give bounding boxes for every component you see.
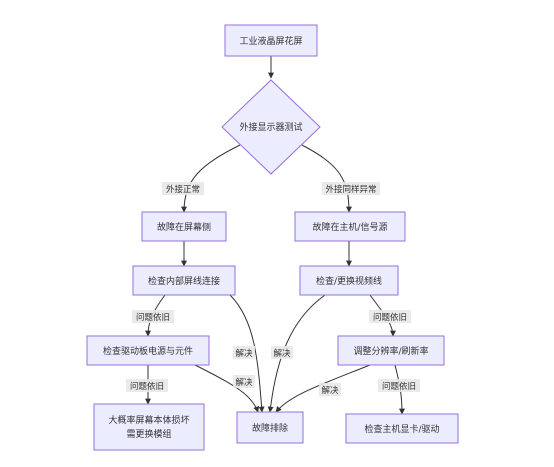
svg-text:解决: 解决 [235, 348, 253, 359]
node-check-gpu[interactable]: 检查主机显卡/驱动 [345, 413, 459, 444]
edge-label-persist-2: 问题依旧 [369, 310, 411, 323]
node-decision[interactable]: 外接显示器测试 [221, 79, 321, 175]
edge-label-persist-4: 问题依旧 [378, 379, 420, 392]
node-screen-side[interactable]: 故障在屏幕侧 [141, 211, 227, 242]
svg-text:外接显示器测试: 外接显示器测试 [239, 121, 302, 133]
svg-text:工业液晶屏花屏: 工业液晶屏花屏 [239, 35, 302, 47]
edge-label-external-ok: 外接正常 [162, 182, 204, 195]
nodes: 工业液晶屏花屏 外接显示器测试 故障在屏幕侧 故障在主机/信号源 检查内部屏线连… [86, 24, 459, 451]
svg-text:需更换模组: 需更换模组 [126, 428, 171, 440]
svg-text:问题依旧: 问题依旧 [136, 312, 170, 323]
svg-text:解决: 解决 [235, 377, 253, 388]
edge-decision-to-screen-side [181, 144, 241, 213]
edge-label-external-same: 外接同样异常 [322, 182, 380, 195]
node-replace-module[interactable]: 大概率屏幕本体损坏 需更换模组 [93, 403, 205, 451]
edge-label-persist-1: 问题依旧 [132, 310, 174, 323]
edge-label-solved-1: 解决 [233, 346, 255, 359]
svg-text:外接正常: 外接正常 [166, 184, 200, 195]
svg-text:外接同样异常: 外接同样异常 [325, 184, 376, 195]
svg-text:解决: 解决 [273, 348, 291, 359]
node-check-driver[interactable]: 检查驱动板电源与元件 [86, 335, 210, 366]
node-start[interactable]: 工业液晶屏花屏 [224, 24, 318, 57]
node-check-cable[interactable]: 检查/更换视频线 [299, 265, 399, 296]
svg-text:问题依旧: 问题依旧 [382, 381, 416, 392]
svg-text:检查驱动板电源与元件: 检查驱动板电源与元件 [103, 345, 193, 357]
edge-labels: 外接正常 外接同样异常 问题依旧 问题依旧 问题依旧 问题依旧 解决 解决 [126, 182, 420, 396]
svg-text:检查主机显卡/驱动: 检查主机显卡/驱动 [364, 423, 439, 435]
svg-text:检查/更换视频线: 检查/更换视频线 [316, 275, 382, 287]
edge-decision-to-host-side [301, 144, 352, 213]
node-host-side[interactable]: 故障在主机/信号源 [294, 211, 406, 242]
edge-label-persist-3: 问题依旧 [126, 379, 168, 392]
svg-text:故障排除: 故障排除 [252, 422, 288, 434]
svg-text:解决: 解决 [321, 385, 339, 396]
edge-label-solved-3: 解决 [233, 375, 255, 388]
node-check-internal[interactable]: 检查内部屏线连接 [132, 265, 236, 296]
edge-adjust-to-resolved [275, 364, 371, 413]
edge-check-internal-to-resolved [229, 294, 265, 413]
svg-text:故障在屏幕侧: 故障在屏幕侧 [157, 221, 211, 233]
svg-text:问题依旧: 问题依旧 [130, 381, 164, 392]
svg-text:故障在主机/信号源: 故障在主机/信号源 [312, 221, 387, 233]
edge-label-solved-2: 解决 [271, 346, 293, 359]
node-resolved[interactable]: 故障排除 [236, 411, 304, 444]
edge-label-solved-4: 解决 [319, 383, 341, 396]
edge-check-driver-to-resolved [194, 364, 260, 413]
edge-check-cable-to-resolved [267, 294, 326, 413]
svg-text:问题依旧: 问题依旧 [373, 312, 407, 323]
svg-text:检查内部屏线连接: 检查内部屏线连接 [148, 275, 220, 287]
svg-text:调整分辨率/刷新率: 调整分辨率/刷新率 [353, 345, 428, 357]
svg-text:大概率屏幕本体损坏: 大概率屏幕本体损坏 [108, 414, 189, 426]
node-adjust-resolution[interactable]: 调整分辨率/刷新率 [337, 335, 445, 366]
